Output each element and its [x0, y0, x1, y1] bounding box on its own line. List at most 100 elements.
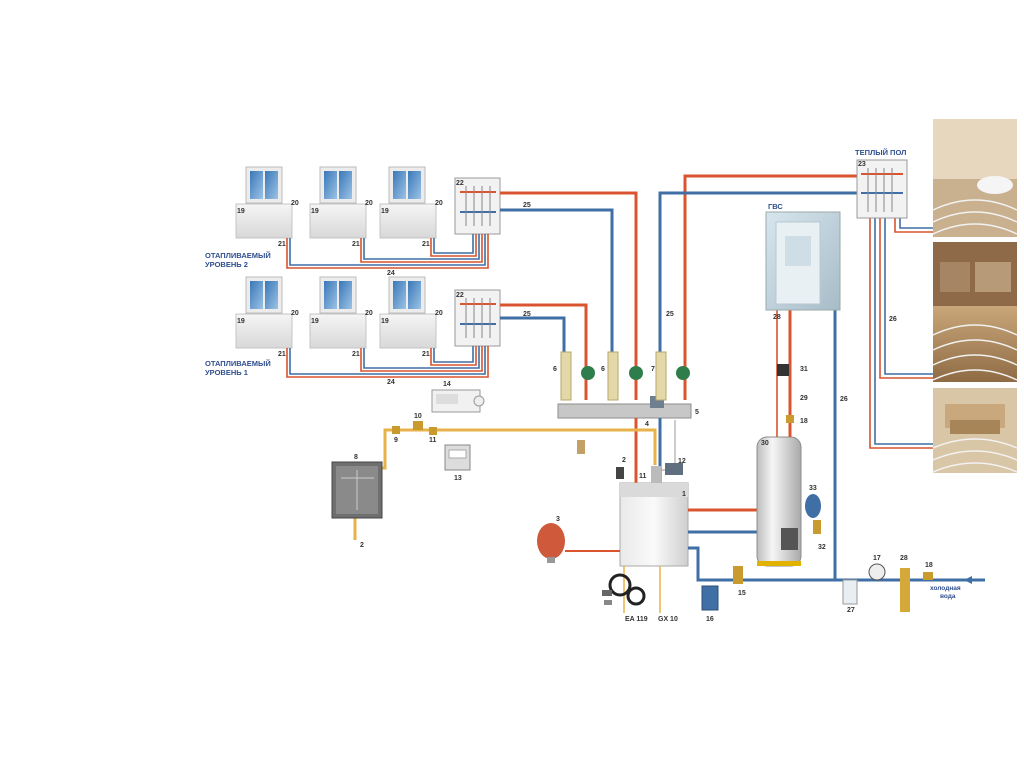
radiator	[235, 313, 293, 349]
check-valve	[786, 415, 794, 423]
supply-pipe-level2	[500, 191, 638, 400]
hydraulic-distributor	[557, 396, 692, 419]
callout-3: 3	[556, 516, 560, 523]
window	[388, 276, 426, 314]
callout-19: 19	[311, 318, 319, 325]
safety-group	[813, 520, 821, 534]
radiator	[235, 203, 293, 239]
callout-28: 28	[900, 555, 908, 562]
callout-21: 21	[422, 351, 430, 358]
ea-119-label: EA 119	[625, 616, 648, 623]
window	[319, 166, 357, 204]
water-filter-16	[701, 585, 719, 611]
callout-19: 19	[381, 318, 389, 325]
window	[388, 166, 426, 204]
callout-6: 6	[601, 366, 605, 373]
expansion-vessel	[537, 523, 620, 563]
arrow-in-icon	[964, 576, 972, 584]
callout-21: 21	[278, 351, 286, 358]
callout-10: 10	[414, 413, 422, 420]
callout-24: 24	[387, 270, 395, 277]
callout-21: 21	[352, 241, 360, 248]
callout-21: 21	[422, 241, 430, 248]
water-filter-15	[733, 566, 743, 584]
level2-group: 19 19 19 20 20 20 21 21 21 22 24 25 ОТАП…	[205, 166, 531, 277]
callout-25: 25	[523, 311, 531, 318]
level1-group: 19 19 19 20 20 20 21 21 21 22 24 25 ОТАП…	[205, 276, 531, 386]
dhw-pump	[777, 364, 789, 376]
room-bathroom-image	[932, 119, 1018, 237]
warm-floor-label: ТЕПЛЫЙ ПОЛ	[855, 148, 906, 157]
callout-12: 12	[678, 458, 686, 465]
callout-19: 19	[311, 208, 319, 215]
callout-26: 26	[889, 316, 897, 323]
sensor-box	[577, 440, 585, 454]
pump-group	[560, 351, 690, 401]
callout-20: 20	[435, 200, 443, 207]
gas-valve-11	[429, 427, 437, 435]
callout-6: 6	[553, 366, 557, 373]
room-living-image	[932, 388, 1018, 473]
supply-pipe-warm-floor	[683, 174, 857, 400]
callout-27: 27	[847, 607, 855, 614]
callout-20: 20	[291, 310, 299, 317]
cold-water-label-line2: вода	[940, 593, 956, 600]
callout-18: 18	[800, 418, 808, 425]
callout-32: 32	[818, 544, 826, 551]
flue-sensor	[616, 467, 624, 479]
cold-water-label-line1: холодная	[930, 585, 961, 592]
level1-label-line1: ОТАПЛИВАЕМЫЙ	[205, 359, 271, 368]
callout-21: 21	[278, 241, 286, 248]
callout-1: 1	[682, 491, 686, 498]
gas-valve-10	[413, 421, 423, 430]
callout-9: 9	[394, 437, 398, 444]
callout-19: 19	[237, 318, 245, 325]
callout-15: 15	[738, 590, 746, 597]
callout-22: 22	[456, 180, 464, 187]
callout-19: 19	[381, 208, 389, 215]
pump	[581, 366, 595, 380]
water-filter-27	[842, 579, 858, 605]
gas-meter	[444, 444, 471, 471]
callout-5: 5	[695, 409, 699, 416]
callout-19: 19	[237, 208, 245, 215]
dhw-expansion-vessel	[805, 494, 821, 518]
callout-28: 28	[773, 314, 781, 321]
callout-2: 2	[360, 542, 364, 549]
gas-cabinet	[331, 461, 383, 519]
pump	[676, 366, 690, 380]
pressure-gauge-17	[868, 563, 886, 581]
boiler	[619, 466, 689, 567]
dhw-label: ГВС	[768, 202, 783, 211]
callout-23: 23	[858, 161, 866, 168]
callout-33: 33	[809, 485, 817, 492]
level2-label-line1: ОТАПЛИВАЕМЫЙ	[205, 251, 271, 260]
callout-17: 17	[873, 555, 881, 562]
callout-18: 18	[925, 562, 933, 569]
callout-25: 25	[666, 311, 674, 318]
callout-8: 8	[354, 454, 358, 461]
callout-7: 7	[651, 366, 655, 373]
callout-24: 24	[387, 379, 395, 386]
callout-13: 13	[454, 475, 462, 482]
pump	[629, 366, 643, 380]
radiator	[309, 313, 367, 349]
callout-14: 14	[443, 381, 451, 388]
accessories-kit	[602, 573, 646, 606]
radiator	[379, 313, 437, 349]
window	[245, 166, 283, 204]
level2-label-line2: УРОВЕНЬ 2	[205, 260, 248, 269]
gas-fitting-9	[392, 426, 400, 434]
radiator	[379, 203, 437, 239]
callout-31: 31	[800, 366, 808, 373]
manifold-level1	[454, 289, 501, 347]
callout-16: 16	[706, 616, 714, 623]
callout-11: 11	[639, 473, 647, 480]
callout-2: 2	[622, 457, 626, 464]
callout-25: 25	[523, 202, 531, 209]
callout-11: 11	[429, 437, 437, 444]
window	[245, 276, 283, 314]
callout-22: 22	[456, 292, 464, 299]
return-pipe-warm-floor	[658, 191, 857, 400]
